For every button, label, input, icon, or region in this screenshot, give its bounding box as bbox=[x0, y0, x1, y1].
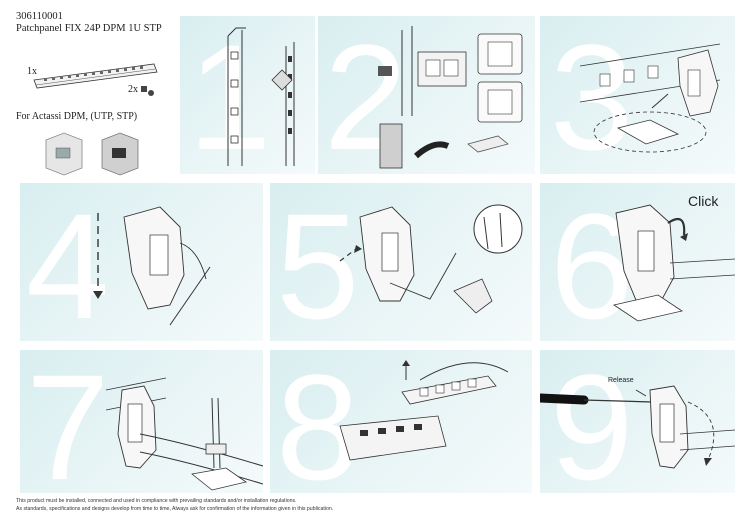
release-jack-icon bbox=[540, 385, 735, 469]
step-number: 4 bbox=[26, 183, 109, 341]
step-number: 1 bbox=[188, 16, 271, 174]
product-name: Patchpanel FIX 24P DPM 1U STP bbox=[16, 23, 162, 34]
mount-jack-icon bbox=[579, 43, 721, 153]
panel-qty: 1x bbox=[27, 66, 37, 77]
step-number: 5 bbox=[276, 183, 359, 341]
product-code: 306110001 bbox=[16, 11, 63, 22]
step-panel-2: 2 bbox=[318, 16, 535, 174]
step-panel-9: 9 Release bbox=[540, 350, 735, 493]
step-panel-7: 7 bbox=[20, 350, 263, 493]
keystone-jack-icons bbox=[45, 132, 139, 176]
step-number: 8 bbox=[276, 350, 359, 493]
footer-compliance: This product must be installed, connecte… bbox=[16, 498, 297, 504]
keystone-illustrations bbox=[40, 128, 150, 178]
step-panel-5: 5 bbox=[270, 183, 532, 341]
release-label: Release bbox=[608, 377, 634, 384]
insert-jack-icon bbox=[93, 206, 211, 326]
latch-jack-icon bbox=[339, 204, 523, 314]
patch-panel-icon bbox=[33, 63, 158, 96]
cable-tie-icon bbox=[105, 377, 263, 491]
compatibility-note: For Actassi DPM, (UTP, STP) bbox=[16, 111, 138, 122]
click-in-jack-icon bbox=[613, 204, 735, 322]
patch-panel-illustration: 1x 2x bbox=[14, 56, 164, 106]
step-panel-8: 8 bbox=[270, 350, 532, 493]
step-panel-1: 1 bbox=[180, 16, 315, 174]
screws-qty: 2x bbox=[128, 84, 138, 95]
step-panel-3: 3 bbox=[540, 16, 735, 174]
ground-wire-icon bbox=[339, 360, 509, 461]
cage-nut-mounting-icons bbox=[378, 26, 523, 169]
step-number: 3 bbox=[550, 16, 633, 174]
step-panel-4: 4 bbox=[20, 183, 263, 341]
step-panel-6: 6 Click bbox=[540, 183, 735, 341]
footer-disclaimer: As standards, specifications and designs… bbox=[16, 506, 334, 512]
click-label: Click bbox=[688, 193, 719, 209]
step-number: 7 bbox=[26, 350, 109, 493]
rack-rail-icon bbox=[227, 27, 295, 166]
step-number: 9 bbox=[550, 350, 633, 493]
